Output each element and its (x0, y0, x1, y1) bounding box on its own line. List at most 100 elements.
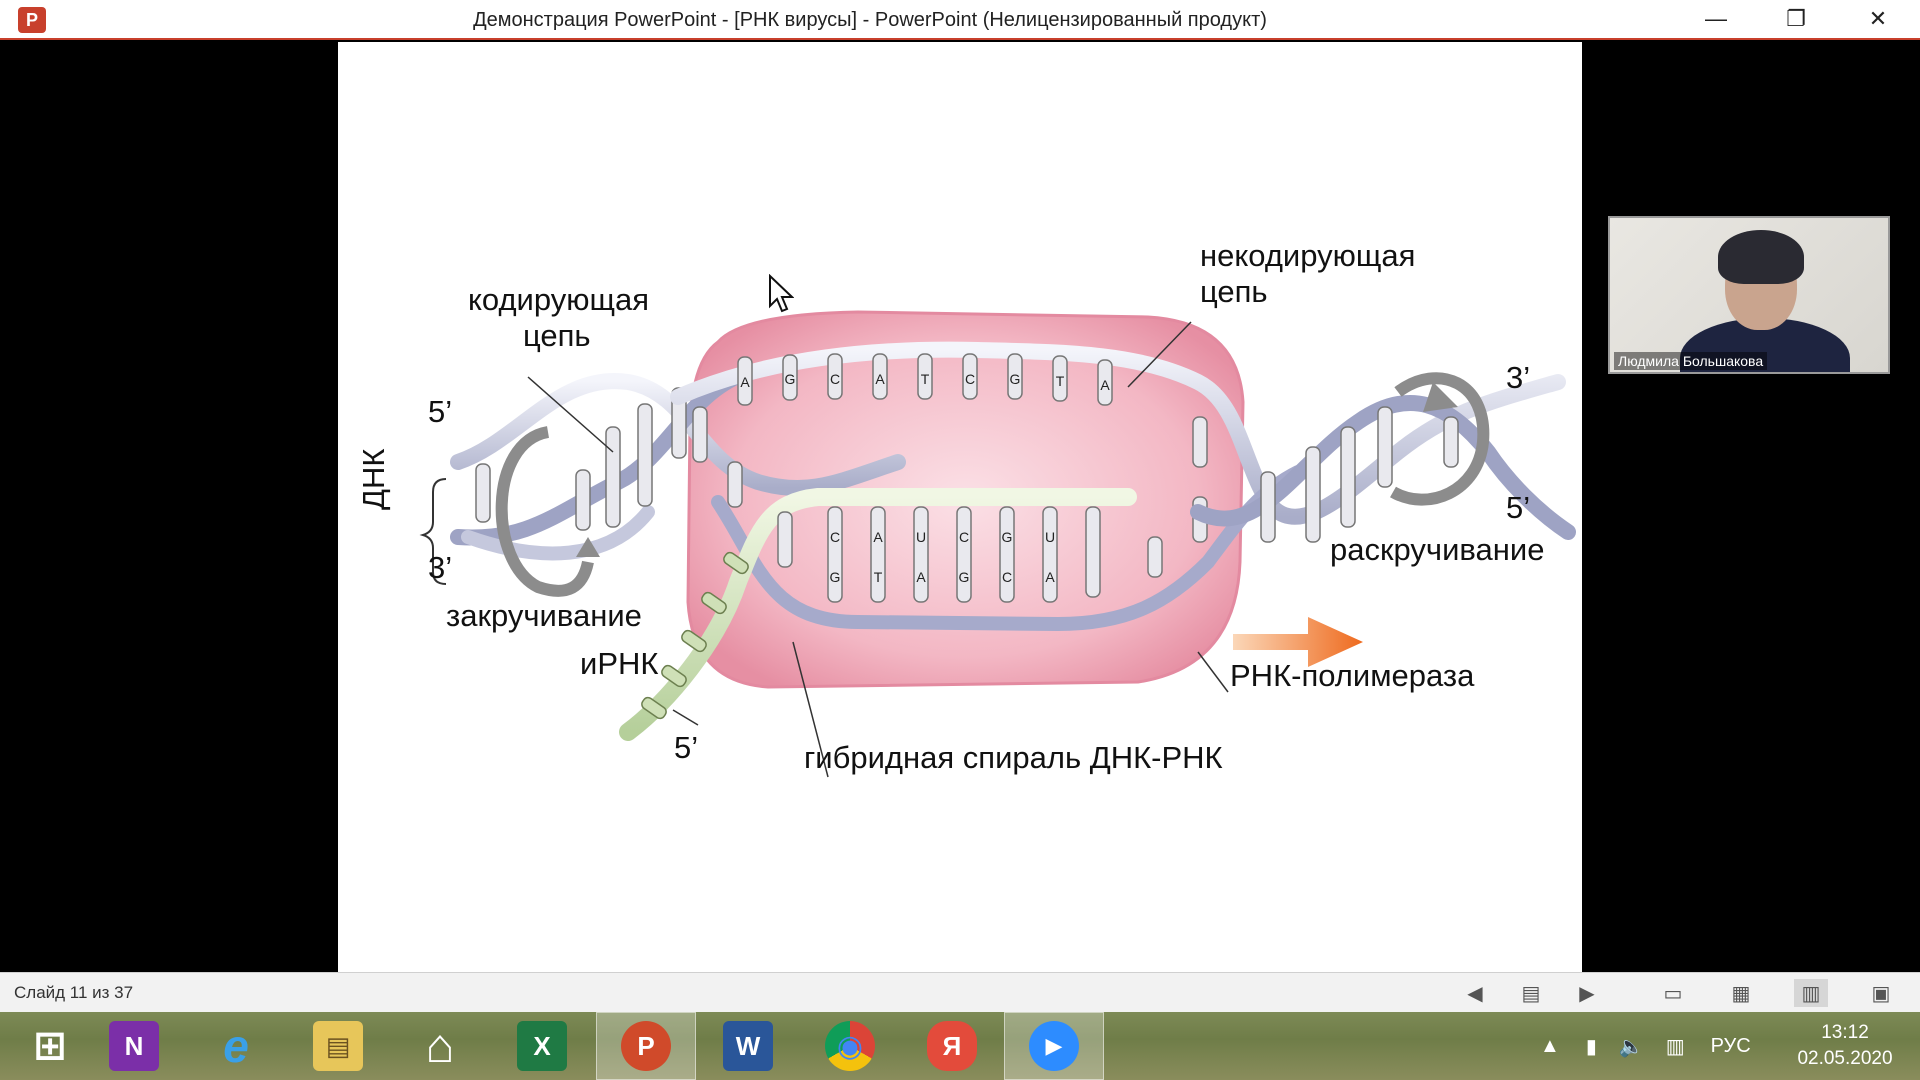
taskbar-yandex[interactable]: Я (902, 1012, 1002, 1080)
folder-icon: ▤ (313, 1021, 363, 1071)
powerpoint-icon: P (621, 1021, 671, 1071)
transcription-diagram: A G C A T C G T A C A U C G U G T A G (419, 310, 1576, 778)
label-hybrid-helix: гибридная спираль ДНК-РНК (804, 740, 1223, 775)
label-mrna: иРНК (580, 646, 659, 681)
zoom-icon: ▶ (1029, 1021, 1079, 1071)
taskbar-zoom[interactable]: ▶ (1004, 1012, 1104, 1080)
battery-icon[interactable]: ▮ (1585, 1035, 1597, 1058)
clock-time: 13:12 (1821, 1022, 1869, 1043)
leader-lines (527, 321, 1229, 778)
svg-text:T: T (1056, 373, 1065, 389)
system-tray: ▲ ▮ 🔈 ▥ РУС (1540, 1012, 1751, 1080)
svg-text:C: C (830, 529, 840, 545)
slide-sorter-button[interactable]: ▦ (1731, 982, 1751, 1005)
taskbar-chrome[interactable]: ◉ (800, 1012, 900, 1080)
label-twisting: закручивание (446, 598, 642, 633)
system-clock[interactable]: 13:12 02.05.2020 (1790, 1020, 1900, 1072)
internet-explorer-icon: e (223, 1020, 249, 1072)
participant-video[interactable]: Людмила Большакова (1608, 216, 1890, 374)
label-five-prime-left: 5’ (428, 394, 453, 429)
taskbar-powerpoint[interactable]: P (596, 1012, 696, 1080)
title-bar: P Демонстрация PowerPoint - [РНК вирусы]… (0, 0, 1920, 40)
rna-tail-bases (641, 551, 749, 720)
start-button[interactable]: ⊞ (0, 1012, 100, 1080)
taskbar: ⊞ N e ▤ ⌂ X P W ◉ Я ▶ ▲ ▮ 🔈 ▥ РУС 13:12 … (0, 1012, 1920, 1080)
powerpoint-app-icon[interactable]: P (18, 7, 46, 33)
taskbar-internet-explorer[interactable]: e (186, 1012, 286, 1080)
svg-text:A: A (1100, 377, 1110, 393)
right-base-rungs (1260, 406, 1459, 543)
participant-hair (1718, 230, 1804, 284)
label-coding-strand-2: цепь (523, 318, 591, 353)
label-five-prime-right: 5’ (1506, 490, 1531, 525)
top-base-rungs (692, 353, 1208, 543)
volume-icon[interactable]: 🔈 (1618, 1035, 1644, 1058)
svg-text:C: C (965, 371, 975, 387)
svg-text:C: C (1002, 569, 1012, 585)
onenote-icon: N (109, 1021, 159, 1071)
label-untwisting: раскручивание (1330, 532, 1545, 567)
taskbar-file-explorer[interactable]: ▤ (288, 1012, 388, 1080)
slideshow-button[interactable]: ▣ (1871, 982, 1891, 1005)
restore-button[interactable]: ❐ (1786, 6, 1806, 31)
show-hidden-icons-icon[interactable]: ▲ (1540, 1034, 1560, 1057)
mrna-strand (619, 488, 1137, 741)
left-helix-strand-c (461, 505, 655, 561)
svg-text:T: T (874, 569, 883, 585)
slideshow-area[interactable]: A G C A T C G T A C A U C G U G T A G (0, 42, 1920, 972)
participant-name: Людмила Большакова (1614, 352, 1768, 370)
taskbar-word[interactable]: W (698, 1012, 798, 1080)
previous-slide-button[interactable]: ◀ (1467, 982, 1483, 1005)
language-indicator[interactable]: РУС (1710, 1034, 1751, 1057)
svg-text:U: U (916, 529, 926, 545)
clock-date: 02.05.2020 (1797, 1048, 1893, 1069)
slide-counter: Слайд 11 из 37 (14, 983, 134, 1002)
slide[interactable]: A G C A T C G T A C A U C G U G T A G (338, 42, 1582, 972)
svg-text:A: A (873, 529, 883, 545)
svg-text:G: G (785, 371, 796, 387)
label-mrna-five-prime: 5’ (674, 730, 699, 765)
svg-text:C: C (830, 371, 840, 387)
svg-text:A: A (1045, 569, 1055, 585)
normal-view-button[interactable]: ▭ (1663, 982, 1683, 1005)
next-slide-button[interactable]: ▶ (1579, 982, 1595, 1005)
svg-text:C: C (959, 529, 969, 545)
noncoding-strand (670, 341, 1566, 525)
label-noncoding-strand-2: цепь (1200, 274, 1268, 309)
svg-text:T: T (921, 371, 930, 387)
label-dna: ДНК (356, 448, 391, 510)
dna-brace (419, 478, 447, 585)
label-coding-strand: кодирующая (468, 282, 650, 317)
minimize-button[interactable]: — (1705, 6, 1727, 31)
status-bar: Слайд 11 из 37 ◀ ▤ ▶ ▭ ▦ ▥ ▣ (0, 972, 1920, 1012)
close-button[interactable]: ✕ (1868, 6, 1888, 31)
label-noncoding-strand: некодирующая (1200, 238, 1416, 273)
mouse-cursor-icon (769, 274, 794, 313)
svg-text:A: A (875, 371, 885, 387)
svg-text:G: G (959, 569, 970, 585)
hybrid-rungs (777, 506, 1163, 603)
untwisting-arrow (1390, 372, 1490, 506)
reading-view-button[interactable]: ▥ (1794, 979, 1828, 1007)
svg-text:A: A (916, 569, 926, 585)
chrome-icon: ◉ (825, 1021, 875, 1071)
word-icon: W (723, 1021, 773, 1071)
windows-icon: ⊞ (33, 1024, 67, 1068)
network-icon[interactable]: ▥ (1665, 1035, 1685, 1058)
svg-text:G: G (1002, 529, 1013, 545)
label-rna-polymerase: РНК-полимераза (1230, 658, 1475, 693)
taskbar-onenote[interactable]: N (84, 1012, 184, 1080)
slide-menu-button[interactable]: ▤ (1521, 982, 1541, 1005)
svg-text:U: U (1045, 529, 1055, 545)
label-three-prime-right: 3’ (1506, 360, 1531, 395)
label-three-prime-left: 3’ (428, 550, 453, 585)
excel-icon: X (517, 1021, 567, 1071)
yandex-browser-icon: Я (927, 1021, 977, 1071)
taskbar-excel[interactable]: X (492, 1012, 592, 1080)
home-icon: ⌂ (425, 1019, 455, 1073)
top-base-letters: A G C A T C G T A (740, 371, 1110, 393)
svg-text:A: A (740, 374, 750, 390)
direction-arrow (1233, 617, 1363, 667)
taskbar-home[interactable]: ⌂ (390, 1012, 490, 1080)
svg-text:G: G (830, 569, 841, 585)
